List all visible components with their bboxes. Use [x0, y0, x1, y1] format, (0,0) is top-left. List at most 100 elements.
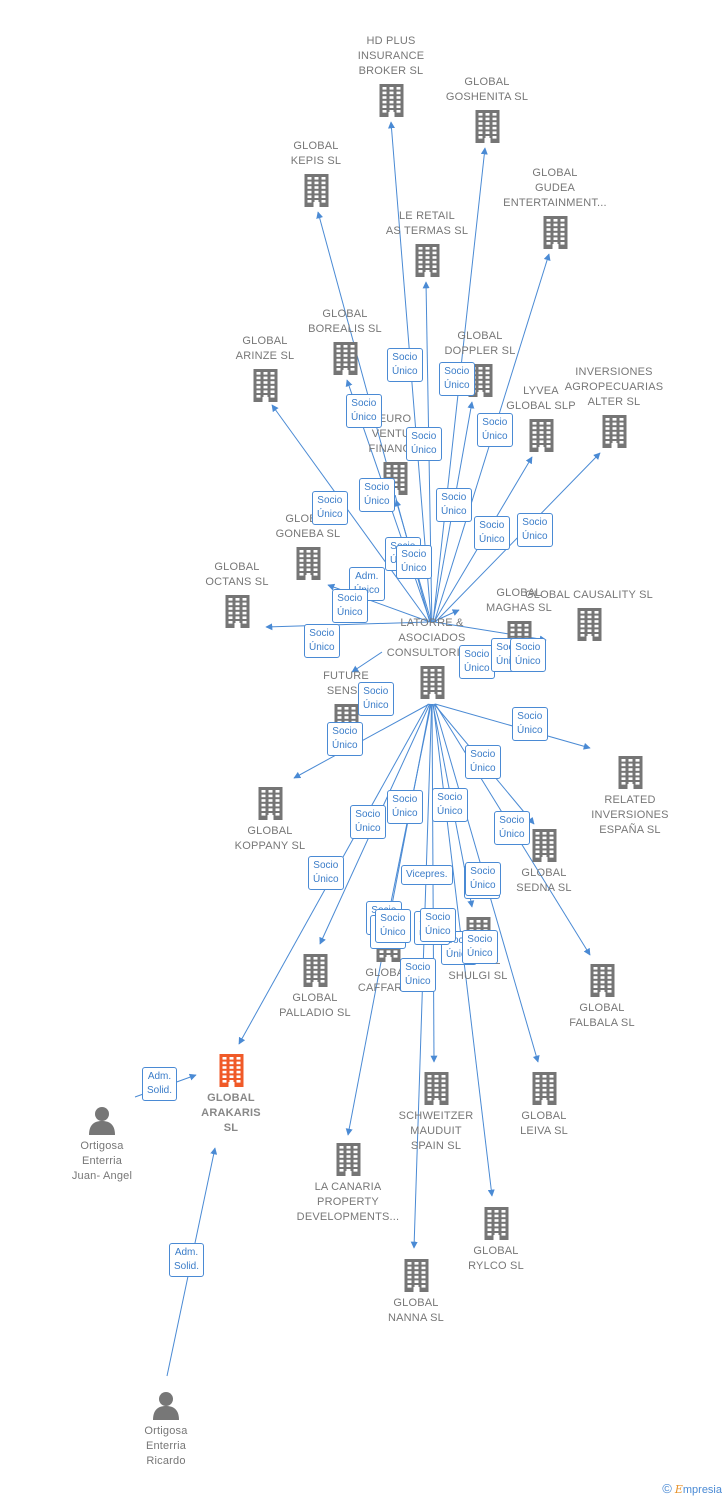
relation-label-hdplus[interactable]: Socio Único: [387, 348, 423, 382]
node-label-schweitzer[interactable]: SCHWEITZER MAUDUIT SPAIN SL: [371, 1109, 501, 1154]
node-label-text: Ortigosa Enterria Ricardo: [144, 1425, 188, 1467]
node-label-nanna[interactable]: GLOBAL NANNA SL: [351, 1296, 481, 1326]
node-label-leiva[interactable]: GLOBAL LEIVA SL: [479, 1109, 609, 1139]
relation-label-future[interactable]: Socio Único: [358, 682, 394, 716]
company-arinze-icon[interactable]: [252, 368, 279, 407]
node-label-text: GLOBAL BOREALIS SL: [308, 308, 382, 335]
company-falbala-icon[interactable]: [589, 963, 616, 1002]
relation-label-related[interactable]: Socio Único: [512, 707, 548, 741]
relation-label-shulgi[interactable]: Vicepres.: [401, 865, 453, 885]
relation-label-extra[interactable]: Socio Único: [462, 930, 498, 964]
company-leiva-icon[interactable]: [531, 1071, 558, 1110]
company-hdplus-icon[interactable]: [378, 83, 405, 122]
node-label-borealis[interactable]: GLOBAL BOREALIS SL: [280, 307, 410, 337]
company-octans-icon[interactable]: [224, 594, 251, 633]
node-label-center[interactable]: LATORRE & ASOCIADOS CONSULTORIA...: [367, 616, 497, 661]
relation-label-octans[interactable]: Socio Único: [304, 624, 340, 658]
person-juanangel-icon[interactable]: [87, 1105, 117, 1140]
relation-label-arakaris[interactable]: Adm. Solid.: [169, 1243, 205, 1277]
node-label-kepis[interactable]: GLOBAL KEPIS SL: [251, 139, 381, 169]
relation-label-borealis[interactable]: Socio Único: [359, 478, 395, 512]
brand-initial: E: [674, 1483, 683, 1496]
company-inversiones-icon[interactable]: [601, 414, 628, 453]
company-leretail-icon[interactable]: [414, 243, 441, 282]
node-label-octans[interactable]: GLOBAL OCTANS SL: [172, 560, 302, 590]
node-label-goneba[interactable]: GLOBAL GONEBA SL: [243, 512, 373, 542]
node-label-arinze[interactable]: GLOBAL ARINZE SL: [200, 334, 330, 364]
relation-label-palladio[interactable]: Socio Único: [350, 805, 386, 839]
company-nanna-icon[interactable]: [403, 1258, 430, 1297]
node-label-rylco[interactable]: GLOBAL RYLCO SL: [431, 1244, 561, 1274]
relation-label-schweitzer[interactable]: Socio Único: [387, 790, 423, 824]
company-gudea-icon[interactable]: [542, 215, 569, 254]
relation-label-lacanaria[interactable]: Socio Único: [308, 856, 344, 890]
copyright-symbol: ©: [662, 1481, 672, 1496]
node-label-palladio[interactable]: GLOBAL PALLADIO SL: [250, 991, 380, 1021]
company-palladio-icon[interactable]: [302, 953, 329, 992]
node-label-inversiones[interactable]: INVERSIONES AGROPECUARIAS ALTER SL: [549, 365, 679, 410]
relation-label-extra[interactable]: Socio Único: [332, 589, 368, 623]
relation-label-leiva[interactable]: Socio Único: [432, 788, 468, 822]
node-label-causality[interactable]: GLOBAL CAUSALITY SL: [524, 588, 654, 603]
node-label-goshenita[interactable]: GLOBAL GOSHENITA SL: [422, 75, 552, 105]
company-borealis-icon[interactable]: [332, 341, 359, 380]
company-goneba-icon[interactable]: [295, 546, 322, 585]
brand-name: mpresia: [682, 1484, 722, 1496]
relation-label-goshenita[interactable]: Socio Único: [439, 362, 475, 396]
relation-label-extra[interactable]: Socio Único: [420, 908, 456, 942]
node-label-arakaris[interactable]: GLOBAL ARAKARIS SL: [166, 1091, 296, 1136]
person-ricardo-icon[interactable]: [151, 1390, 181, 1425]
company-kepis-icon[interactable]: [303, 173, 330, 212]
company-sedna-icon[interactable]: [531, 828, 558, 867]
relation-label-doppler[interactable]: Socio Único: [436, 488, 472, 522]
relation-label-inversiones[interactable]: Socio Único: [517, 513, 553, 547]
relation-label-rylco[interactable]: Socio Único: [400, 958, 436, 992]
node-label-text: INVERSIONES AGROPECUARIAS ALTER SL: [564, 366, 664, 408]
relation-label-koppany[interactable]: Socio Único: [327, 722, 363, 756]
company-lacanaria-icon[interactable]: [335, 1142, 362, 1181]
company-goshenita-icon[interactable]: [474, 109, 501, 148]
company-rylco-icon[interactable]: [483, 1206, 510, 1245]
relation-label-arinze[interactable]: Socio Único: [312, 491, 348, 525]
relation-label-kepis[interactable]: Socio Único: [346, 394, 382, 428]
node-label-text: GLOBAL MAGHAS SL: [486, 587, 552, 614]
company-arakaris-icon[interactable]: [218, 1053, 245, 1092]
company-schweitzer-icon[interactable]: [423, 1071, 450, 1110]
relation-label-extra[interactable]: Socio Único: [510, 638, 546, 672]
relation-label-sedna[interactable]: Socio Único: [494, 811, 530, 845]
node-label-text: RELATED INVERSIONES ESPAÑA SL: [591, 794, 669, 836]
company-lyvea-icon[interactable]: [528, 418, 555, 457]
relation-label-falbala[interactable]: Socio Único: [465, 745, 501, 779]
relation-label-causality[interactable]: Socio Único: [459, 645, 495, 679]
node-label-sedna[interactable]: GLOBAL SEDNA SL: [479, 866, 609, 896]
relation-label-extra[interactable]: Socio Único: [465, 862, 501, 896]
relation-label-extra[interactable]: Socio Único: [375, 909, 411, 943]
relation-label-leretail[interactable]: Socio Único: [406, 427, 442, 461]
node-label-lyvea[interactable]: LYVEA GLOBAL SLP: [476, 384, 606, 414]
relation-label-gudea[interactable]: Socio Único: [477, 413, 513, 447]
node-label-ricardo[interactable]: Ortigosa Enterria Ricardo: [101, 1424, 231, 1469]
node-label-related[interactable]: RELATED INVERSIONES ESPAÑA SL: [565, 793, 695, 838]
node-label-text: HD PLUS INSURANCE BROKER SL: [357, 35, 425, 77]
node-label-hdplus[interactable]: HD PLUS INSURANCE BROKER SL: [326, 34, 456, 79]
node-label-leretail[interactable]: LE RETAIL AS TERMAS SL: [362, 209, 492, 239]
company-koppany-icon[interactable]: [257, 786, 284, 825]
relation-label-arakaris[interactable]: Adm. Solid.: [142, 1067, 178, 1101]
node-label-juanangel[interactable]: Ortigosa Enterria Juan- Angel: [37, 1139, 167, 1184]
node-label-text: GLOBAL PALLADIO SL: [279, 992, 351, 1019]
node-label-future[interactable]: FUTURE SENSE: [281, 669, 411, 699]
relation-label-extra[interactable]: Socio Único: [396, 545, 432, 579]
node-label-text: LE RETAIL AS TERMAS SL: [385, 210, 469, 237]
node-label-lacanaria[interactable]: LA CANARIA PROPERTY DEVELOPMENTS...: [283, 1180, 413, 1225]
company-causality-icon[interactable]: [576, 607, 603, 646]
edge-center-arinze: [271, 404, 430, 623]
company-center-icon[interactable]: [419, 665, 446, 704]
company-related-icon[interactable]: [617, 755, 644, 794]
node-label-doppler[interactable]: GLOBAL DOPPLER SL: [415, 329, 545, 359]
node-label-falbala[interactable]: GLOBAL FALBALA SL: [537, 1001, 667, 1031]
node-label-koppany[interactable]: GLOBAL KOPPANY SL: [205, 824, 335, 854]
node-label-gudea[interactable]: GLOBAL GUDEA ENTERTAINMENT...: [490, 166, 620, 211]
node-label-text: GLOBAL CAUSALITY SL: [525, 589, 653, 601]
relation-label-lyvea[interactable]: Socio Único: [474, 516, 510, 550]
node-label-maghas[interactable]: GLOBAL MAGHAS SL: [454, 586, 584, 616]
